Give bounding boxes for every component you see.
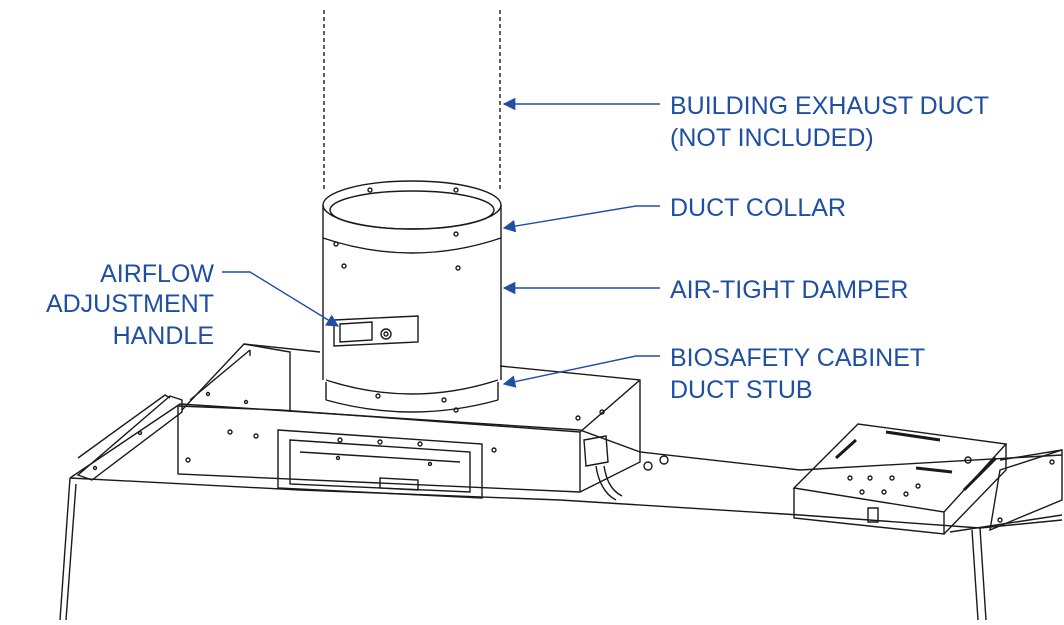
- label-stub-line1: BIOSAFETY CABINET: [670, 344, 925, 372]
- duct-stub-housing: [177, 343, 641, 499]
- duct-collar-damper: [322, 180, 502, 413]
- building-exhaust-duct: [323, 10, 501, 190]
- label-handle-line2: ADJUSTMENT: [46, 290, 214, 318]
- cable-connector: [583, 435, 669, 501]
- callout-damper: AIR-TIGHT DAMPER: [502, 276, 908, 304]
- label-exhaust-line1: BUILDING EXHAUST DUCT: [670, 92, 989, 120]
- callout-stub: BIOSAFETY CABINET DUCT STUB: [502, 344, 925, 404]
- callout-handle: AIRFLOW ADJUSTMENT HANDLE: [46, 260, 340, 350]
- label-exhaust-line2: (NOT INCLUDED): [670, 124, 874, 152]
- label-handle-line3: HANDLE: [113, 322, 214, 350]
- line-drawing: [59, 10, 1063, 621]
- airflow-adjustment-handle-shape: [333, 315, 419, 347]
- right-bracket: [989, 449, 1063, 532]
- label-stub-line2: DUCT STUB: [670, 376, 813, 404]
- control-box: [792, 423, 1008, 535]
- callout-exhaust: BUILDING EXHAUST DUCT (NOT INCLUDED): [502, 92, 989, 152]
- label-handle-line1: AIRFLOW: [100, 260, 214, 288]
- label-damper: AIR-TIGHT DAMPER: [670, 276, 908, 304]
- label-collar: DUCT COLLAR: [670, 194, 846, 222]
- callout-collar: DUCT COLLAR: [502, 194, 846, 233]
